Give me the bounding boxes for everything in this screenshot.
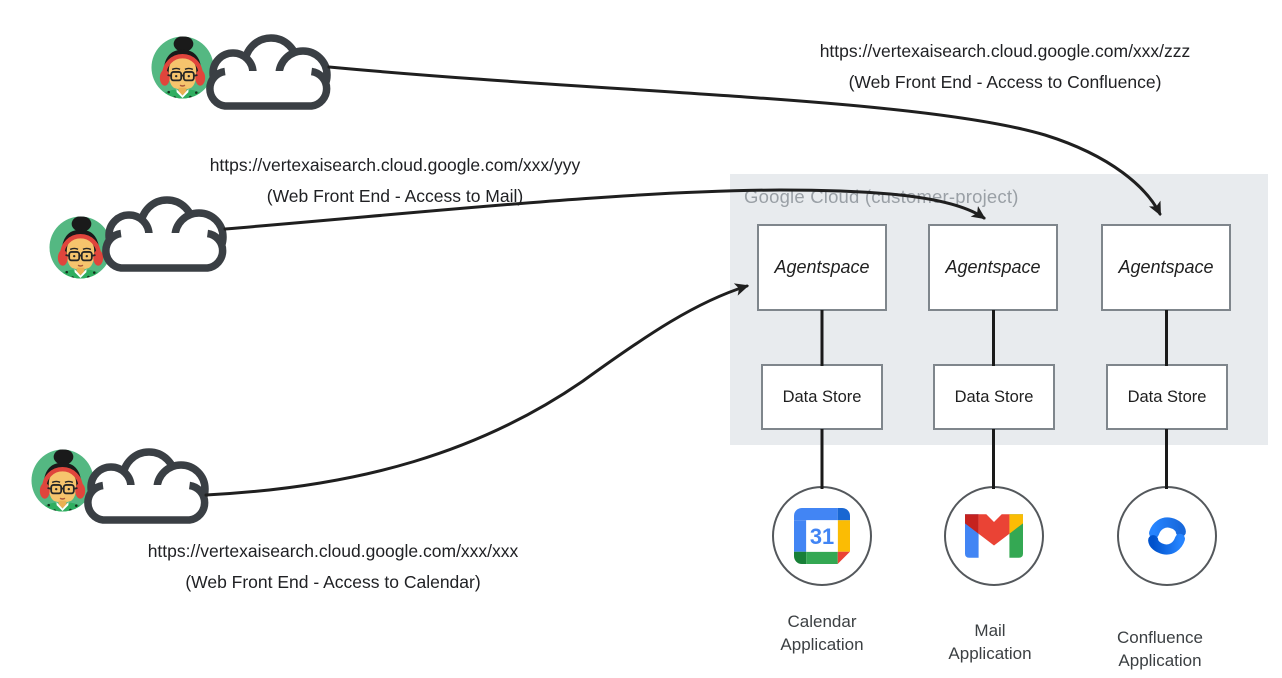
request-arrow-calendar [204, 283, 750, 497]
request-caption: (Web Front End - Access to Mail) [266, 186, 524, 206]
cloud-icon-3 [82, 442, 211, 524]
agentspace-box-2: Agentspace [928, 224, 1058, 311]
request-url: https://vertexaisearch.cloud.google.com/… [147, 541, 519, 561]
confluence-icon [1148, 517, 1186, 555]
url-label-confluence: https://vertexaisearch.cloud.google.com/… [750, 36, 1260, 98]
request-url: https://vertexaisearch.cloud.google.com/… [819, 41, 1191, 61]
app-label-confluence: Confluence Application [1116, 628, 1203, 670]
mail-app-circle [944, 486, 1044, 586]
data-store-box-3: Data Store [1106, 364, 1228, 430]
gcp-label: Google Cloud (customer-project) [744, 186, 1019, 207]
google-calendar-icon: 31 [794, 508, 850, 564]
request-caption: (Web Front End - Access to Confluence) [848, 72, 1162, 92]
calendar-app-circle: 31 [772, 486, 872, 586]
app-label-calendar: Calendar Application [780, 612, 864, 654]
request-caption: (Web Front End - Access to Calendar) [185, 572, 481, 592]
cloud-icon-1 [204, 28, 333, 110]
confluence-app-circle [1117, 486, 1217, 586]
data-store-box-2: Data Store [933, 364, 1055, 430]
request-url: https://vertexaisearch.cloud.google.com/… [209, 155, 581, 175]
agentspace-box-3: Agentspace [1101, 224, 1231, 311]
calendar-date-text: 31 [810, 524, 834, 549]
url-label-mail: https://vertexaisearch.cloud.google.com/… [140, 150, 650, 212]
app-label-mail: Mail Application [948, 621, 1032, 663]
gmail-icon [965, 514, 1023, 558]
agentspace-box-1: Agentspace [757, 224, 887, 311]
url-label-calendar: https://vertexaisearch.cloud.google.com/… [78, 536, 588, 598]
data-store-box-1: Data Store [761, 364, 883, 430]
